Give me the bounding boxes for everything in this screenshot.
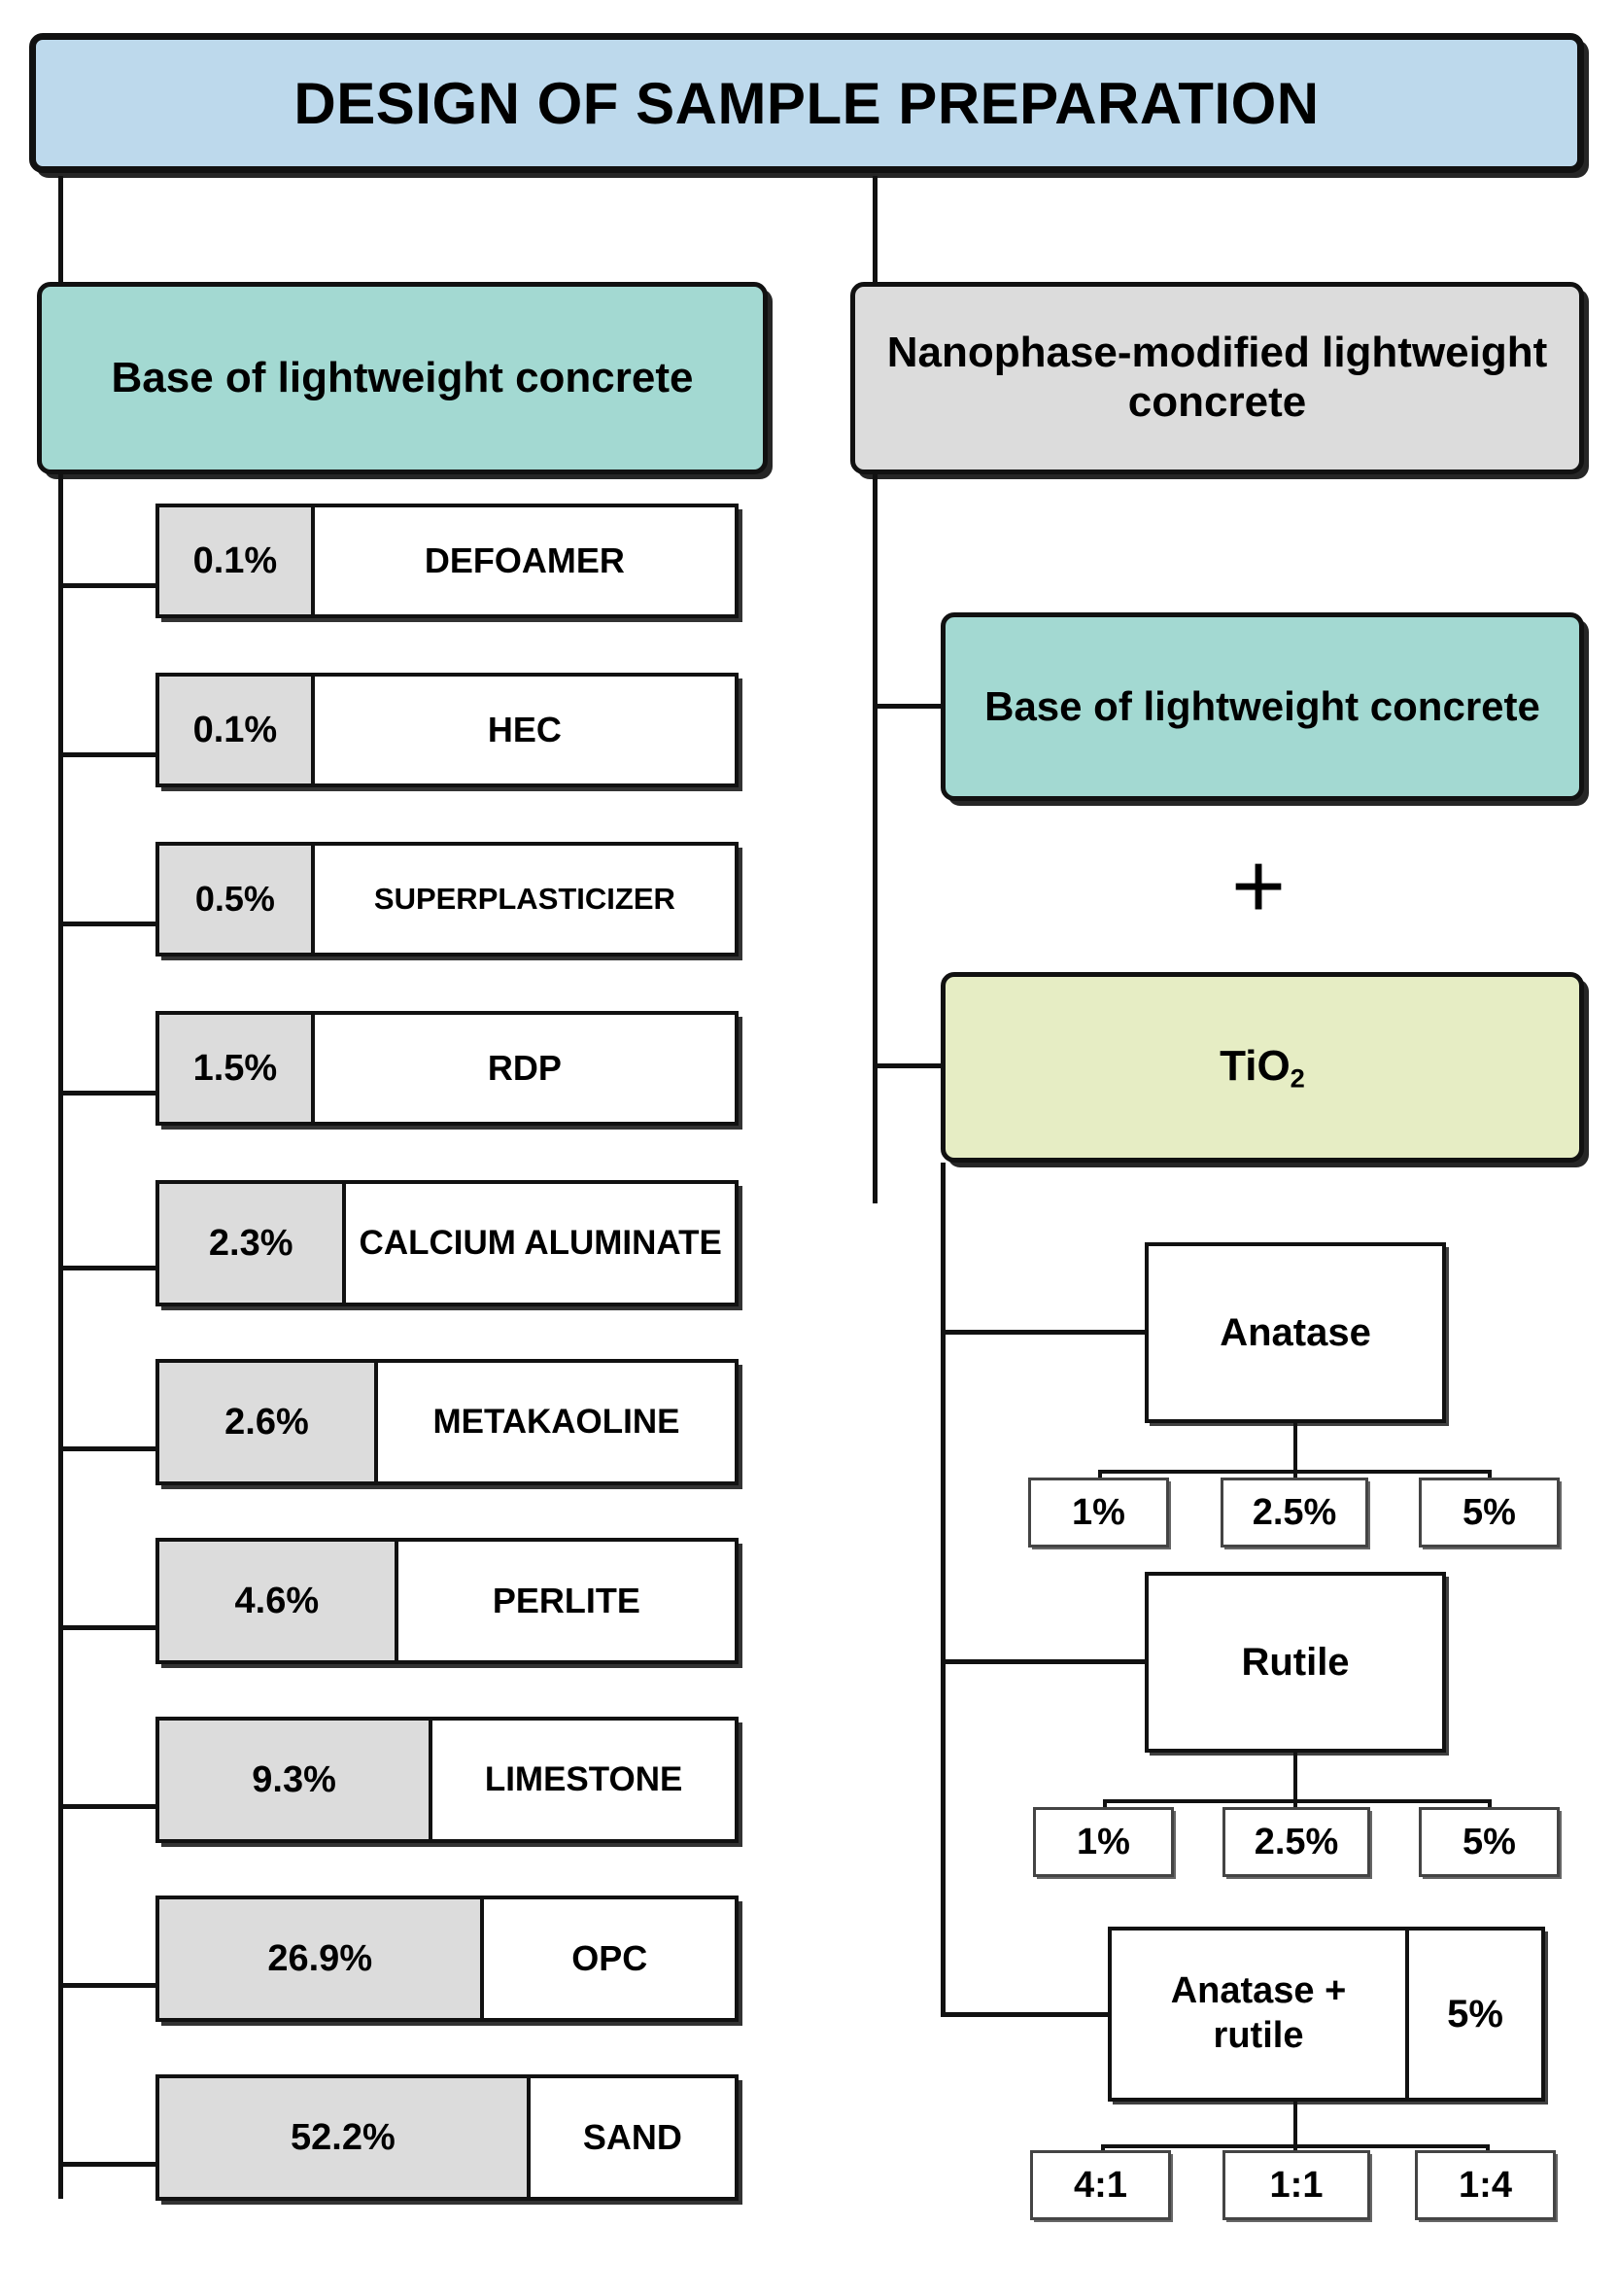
- ingredient-name: PERLITE: [492, 1581, 640, 1621]
- ingredient-name: LIMESTONE: [484, 1760, 683, 1798]
- right-branch-header: Nanophase-modified lightweight concrete: [850, 282, 1584, 474]
- phase-connector: [941, 1330, 1145, 1335]
- right-trunk-upper: [873, 474, 878, 1203]
- phase-connector: [941, 2012, 1108, 2017]
- ingredient-connector: [58, 1091, 159, 1096]
- phase-option[interactable]: 1%: [1028, 1478, 1169, 1548]
- ingredient-row[interactable]: 0.5% SUPERPLASTICIZER: [155, 842, 739, 957]
- phase-box-anatase[interactable]: Anatase: [1145, 1242, 1446, 1423]
- ingredient-percent: 1.5%: [159, 1015, 315, 1122]
- ingredient-percent: 0.5%: [159, 846, 315, 953]
- ingredient-connector: [58, 752, 159, 757]
- ingredient-row[interactable]: 4.6% PERLITE: [155, 1538, 739, 1664]
- ingredient-connector: [58, 2162, 159, 2167]
- ingredient-name: DEFOAMER: [424, 540, 625, 581]
- right-base-box: Base of lightweight concrete: [941, 612, 1584, 801]
- ingredient-connector: [58, 1804, 159, 1809]
- phase-option[interactable]: 2.5%: [1221, 1478, 1368, 1548]
- ingredient-name: HEC: [487, 710, 562, 750]
- ingredient-connector: [58, 922, 159, 926]
- page-title: DESIGN OF SAMPLE PREPARATION: [29, 33, 1584, 173]
- ingredient-row[interactable]: 0.1% HEC: [155, 673, 739, 787]
- phase-option-rail: [1103, 1799, 1492, 1803]
- ingredient-row[interactable]: 2.3% CALCIUM ALUMINATE: [155, 1180, 739, 1306]
- ingredient-percent: 0.1%: [159, 677, 315, 783]
- tio2-box: TiO2: [941, 972, 1584, 1163]
- phase-name: Anatase + rutile: [1170, 1970, 1347, 2056]
- left-branch-header: Base of lightweight concrete: [37, 282, 768, 474]
- ingredient-connector: [58, 1625, 159, 1630]
- base-connector: [873, 704, 946, 709]
- phase-stem: [1293, 1753, 1297, 1801]
- phase-option[interactable]: 1:4: [1415, 2150, 1556, 2220]
- phase-option[interactable]: 1:1: [1222, 2150, 1370, 2220]
- ingredient-name: CALCIUM ALUMINATE: [359, 1224, 722, 1262]
- ingredient-row[interactable]: 0.1% DEFOAMER: [155, 504, 739, 618]
- phase-box-rutile[interactable]: Rutile: [1145, 1572, 1446, 1753]
- ingredient-row[interactable]: 9.3% LIMESTONE: [155, 1717, 739, 1843]
- ingredient-connector: [58, 583, 159, 588]
- title-stem-right: [873, 176, 878, 285]
- plus-symbol: +: [1230, 834, 1287, 938]
- phase-option[interactable]: 4:1: [1030, 2150, 1171, 2220]
- phase-option[interactable]: 1%: [1033, 1807, 1174, 1877]
- phase-box-anatase-rutile[interactable]: Anatase + rutile 5%: [1108, 1927, 1545, 2102]
- phase-connector: [941, 1659, 1145, 1664]
- ingredient-percent: 0.1%: [159, 507, 315, 614]
- ingredient-name: SUPERPLASTICIZER: [373, 882, 675, 917]
- ingredient-percent: 26.9%: [159, 1899, 485, 2018]
- ingredient-name: RDP: [487, 1048, 562, 1089]
- phase-option[interactable]: 2.5%: [1222, 1807, 1370, 1877]
- ingredient-row[interactable]: 26.9% OPC: [155, 1896, 739, 2022]
- ingredient-name: SAND: [582, 2117, 682, 2158]
- ingredient-connector: [58, 1266, 159, 1270]
- ingredient-row[interactable]: 52.2% SAND: [155, 2074, 739, 2201]
- tio2-label: TiO2: [1220, 1041, 1305, 1094]
- ingredient-name: METAKAOLINE: [432, 1403, 680, 1441]
- ingredient-row[interactable]: 2.6% METAKAOLINE: [155, 1359, 739, 1485]
- phase-stem: [1293, 1423, 1297, 1472]
- ingredient-percent: 52.2%: [159, 2078, 531, 2197]
- tio2-connector: [873, 1063, 946, 1068]
- phase-extra-percent: 5%: [1405, 1931, 1541, 2098]
- ingredient-row[interactable]: 1.5% RDP: [155, 1011, 739, 1126]
- phase-stem: [1293, 2102, 1297, 2146]
- title-stem-left: [58, 176, 63, 285]
- ingredient-percent: 9.3%: [159, 1721, 433, 1839]
- right-trunk-lower: [941, 1163, 946, 2016]
- phase-name: Anatase: [1220, 1311, 1371, 1354]
- ingredient-percent: 4.6%: [159, 1542, 398, 1660]
- phase-option[interactable]: 5%: [1419, 1807, 1560, 1877]
- ingredient-name: OPC: [571, 1938, 648, 1979]
- phase-option[interactable]: 5%: [1419, 1478, 1560, 1548]
- ingredient-percent: 2.3%: [159, 1184, 347, 1303]
- left-trunk: [58, 474, 63, 2199]
- ingredient-connector: [58, 1446, 159, 1451]
- ingredient-connector: [58, 1983, 159, 1988]
- phase-name: Rutile: [1241, 1641, 1350, 1684]
- ingredient-percent: 2.6%: [159, 1363, 378, 1481]
